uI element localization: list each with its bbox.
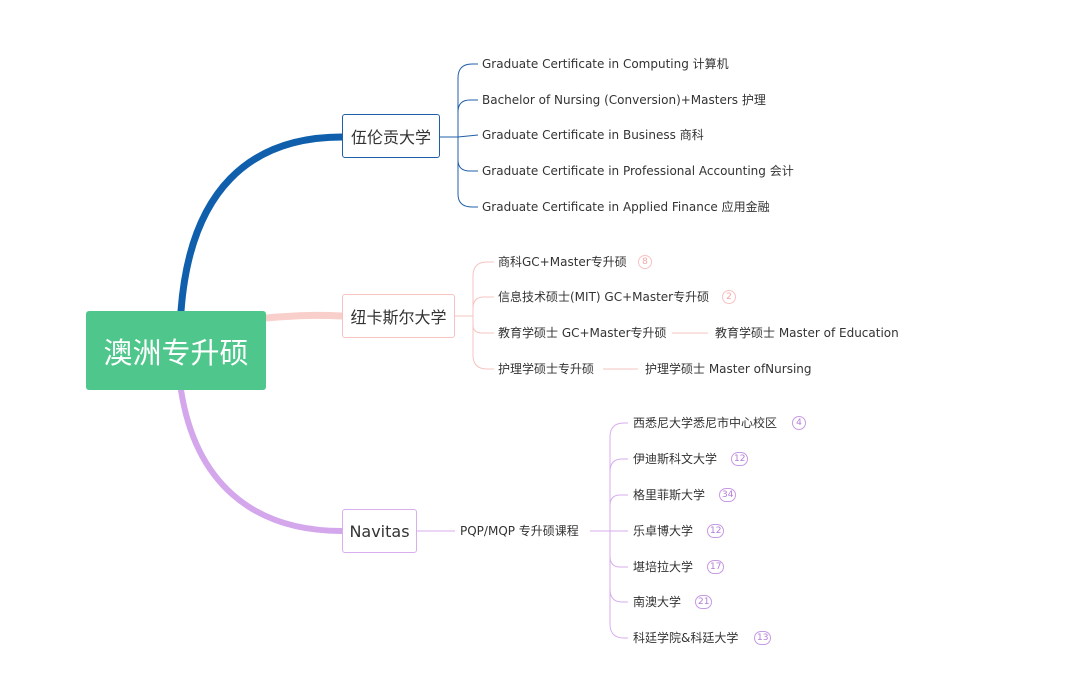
leaf-topic[interactable]: 格里菲斯大学	[633, 488, 706, 502]
sub-leaf-topic[interactable]: 教育学硕士 Master of Education	[715, 326, 899, 340]
collapsed-count-badge[interactable]: 34	[719, 488, 737, 502]
branch-topic-wollongong[interactable]: 伍伦贡大学	[342, 114, 440, 158]
collapsed-count-badge[interactable]: 13	[754, 631, 772, 645]
branch-topic-label: 伍伦贡大学	[350, 128, 431, 147]
leaf-topic[interactable]: 堪培拉大学	[633, 560, 694, 574]
leaf-topic[interactable]: 伊迪斯科文大学	[633, 452, 718, 466]
branch-topic-newcastle[interactable]: 纽卡斯尔大学	[342, 294, 455, 338]
branch-topic-label: 纽卡斯尔大学	[350, 308, 447, 327]
leaf-topic[interactable]: Graduate Certificate in Applied Finance …	[482, 200, 770, 214]
leaf-topic[interactable]: 乐卓博大学	[633, 524, 694, 538]
collapsed-count-badge[interactable]: 17	[707, 560, 725, 574]
branch-topic-label: Navitas	[349, 521, 410, 541]
leaf-topic[interactable]: Graduate Certificate in Professional Acc…	[482, 164, 794, 178]
branch-topic-navitas[interactable]: Navitas	[342, 509, 417, 553]
leaf-topic[interactable]: 南澳大学	[633, 595, 682, 609]
leaf-topic[interactable]: Bachelor of Nursing (Conversion)+Masters…	[482, 93, 766, 107]
root-topic[interactable]: 澳洲专升硕	[86, 311, 266, 390]
leaf-topic[interactable]: 护理学硕士专升硕	[498, 362, 595, 376]
branch-connector-newcastle	[262, 311, 346, 322]
leaf-topic[interactable]: 信息技术硕士(MIT) GC+Master专升硕	[498, 290, 710, 304]
sub-topic-pqp-mqp[interactable]: PQP/MQP 专升硕课程	[460, 524, 579, 538]
leaf-topic[interactable]: 科廷学院&科廷大学	[633, 631, 739, 645]
navitas-leaf-connectors	[417, 422, 628, 639]
root-topic-label: 澳洲专升硕	[103, 335, 249, 370]
collapsed-count-badge[interactable]: 8	[638, 255, 652, 269]
collapsed-count-badge[interactable]: 4	[792, 416, 806, 430]
sub-leaf-topic[interactable]: 护理学硕士 Master ofNursing	[645, 362, 812, 376]
collapsed-count-badge[interactable]: 2	[722, 290, 736, 304]
leaf-topic[interactable]: 教育学硕士 GC+Master专升硕	[498, 326, 667, 340]
leaf-topic[interactable]: Graduate Certificate in Computing 计算机	[482, 57, 729, 71]
wollongong-leaf-connectors	[440, 63, 479, 208]
collapsed-count-badge[interactable]: 12	[707, 524, 725, 538]
newcastle-leaf-connectors	[455, 261, 708, 370]
collapsed-count-badge[interactable]: 12	[731, 452, 749, 466]
branch-connector-navitas	[178, 387, 345, 534]
collapsed-count-badge[interactable]: 21	[695, 595, 713, 609]
leaf-topic[interactable]: 商科GC+Master专升硕	[498, 255, 627, 269]
leaf-topic[interactable]: Graduate Certificate in Business 商科	[482, 128, 704, 142]
leaf-topic[interactable]: 西悉尼大学悉尼市中心校区	[633, 416, 778, 430]
branch-connector-wollongong	[177, 133, 346, 315]
